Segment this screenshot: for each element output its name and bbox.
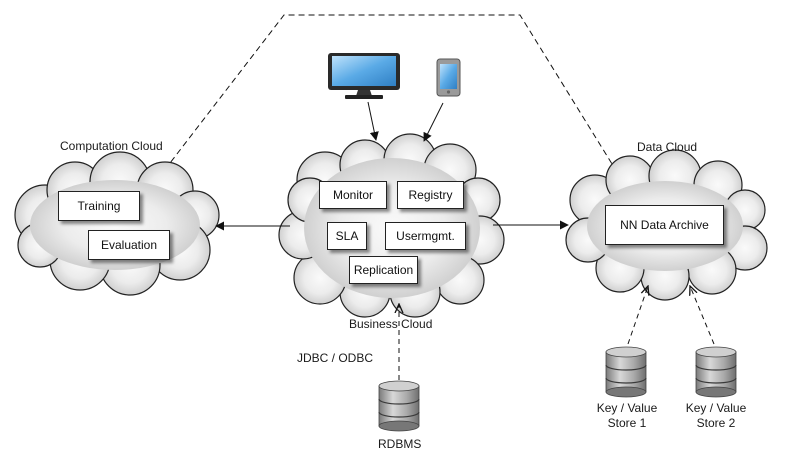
kv-store-1-label: Key / Value Store 1 — [597, 401, 657, 431]
kv1-to-data-link — [627, 286, 648, 345]
kv-store-2-line1: Key / Value — [685, 401, 747, 415]
phone-to-business-arrow — [423, 102, 444, 142]
sla-box: SLA — [327, 222, 367, 250]
monitor-to-business-arrow — [367, 101, 379, 141]
kv2-to-data-link — [690, 286, 715, 345]
nn-data-archive-box: NN Data Archive — [605, 205, 724, 245]
kv-store-1-database-icon — [605, 346, 647, 398]
jdbc-odbc-label: JDBC / ODBC — [297, 351, 374, 365]
rdbms-label: RDBMS — [378, 437, 422, 451]
business-cloud-label: Business Cloud — [349, 317, 433, 331]
registry-box: Registry — [397, 181, 464, 209]
kv-store-1-line1: Key / Value — [596, 401, 658, 415]
kv-store-2-label: Key / Value Store 2 — [686, 401, 746, 431]
evaluation-box: Evaluation — [88, 230, 170, 260]
computation-cloud-label: Computation Cloud — [60, 139, 163, 153]
monitor-icon — [328, 53, 400, 99]
kv-store-2-database-icon — [695, 346, 737, 398]
usermgmt-box: Usermgmt. — [385, 222, 466, 250]
smartphone-icon — [436, 58, 461, 97]
rdbms-database-icon — [378, 380, 420, 432]
monitor-box: Monitor — [319, 181, 387, 209]
computation-cloud — [14, 151, 220, 296]
replication-box: Replication — [349, 256, 418, 284]
kv-store-1-line2: Store 1 — [607, 416, 647, 430]
computation-data-link — [160, 14, 618, 176]
kv-store-2-line2: Store 2 — [696, 416, 736, 430]
training-box: Training — [58, 191, 140, 221]
data-cloud-label: Data Cloud — [637, 140, 698, 154]
